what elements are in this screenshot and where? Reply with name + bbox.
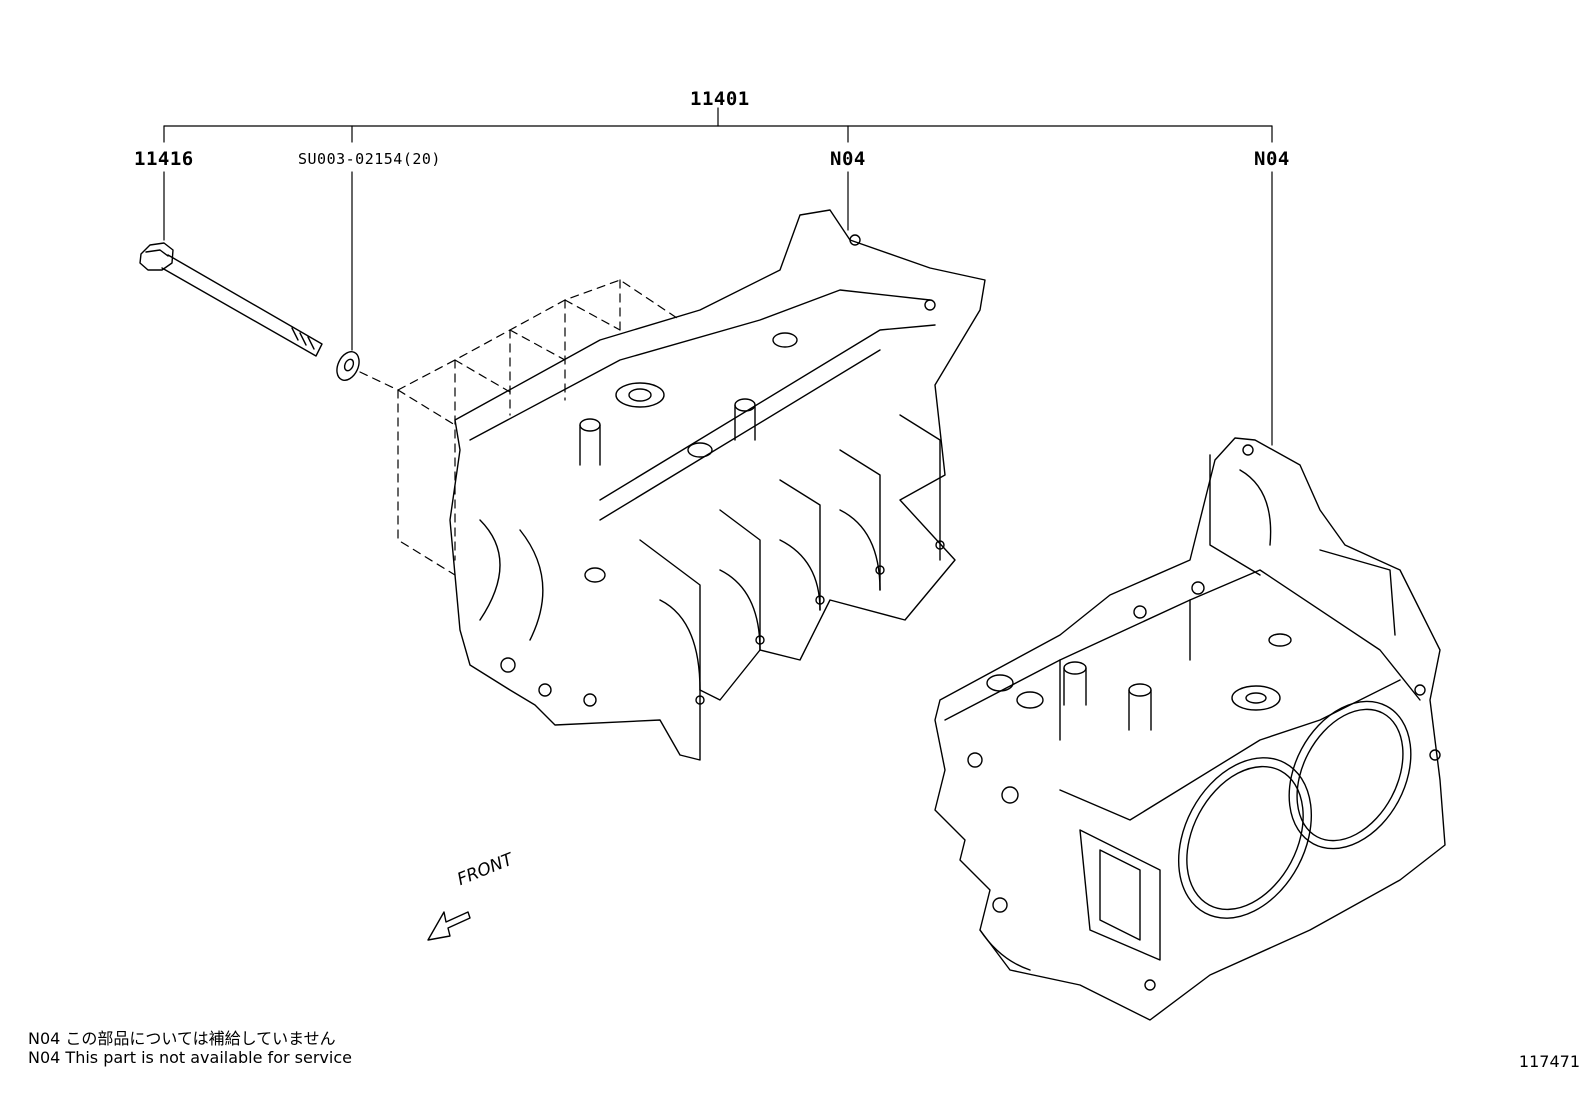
note-japanese: N04 この部品については補給していません (28, 1029, 336, 1048)
callout-washer: SU003-02154(20) (298, 150, 441, 168)
callout-lower-half-n04: N04 (1254, 148, 1290, 170)
assembly-dashed-lines (359, 279, 681, 576)
callout-bolt-11416: 11416 (134, 148, 194, 170)
lower-crankcase-half (934, 437, 1446, 1021)
callout-upper-half-n04: N04 (830, 148, 866, 170)
illustration-code: 117471 (1518, 1052, 1580, 1071)
washer (336, 351, 360, 381)
note-english: N04 This part is not available for servi… (28, 1048, 352, 1067)
upper-crankcase-half (449, 209, 986, 761)
callout-assembly-11401: 11401 (690, 88, 750, 110)
bolt-11416 (139, 242, 323, 357)
leader-lines (163, 107, 1273, 446)
front-direction-arrow (427, 911, 471, 941)
